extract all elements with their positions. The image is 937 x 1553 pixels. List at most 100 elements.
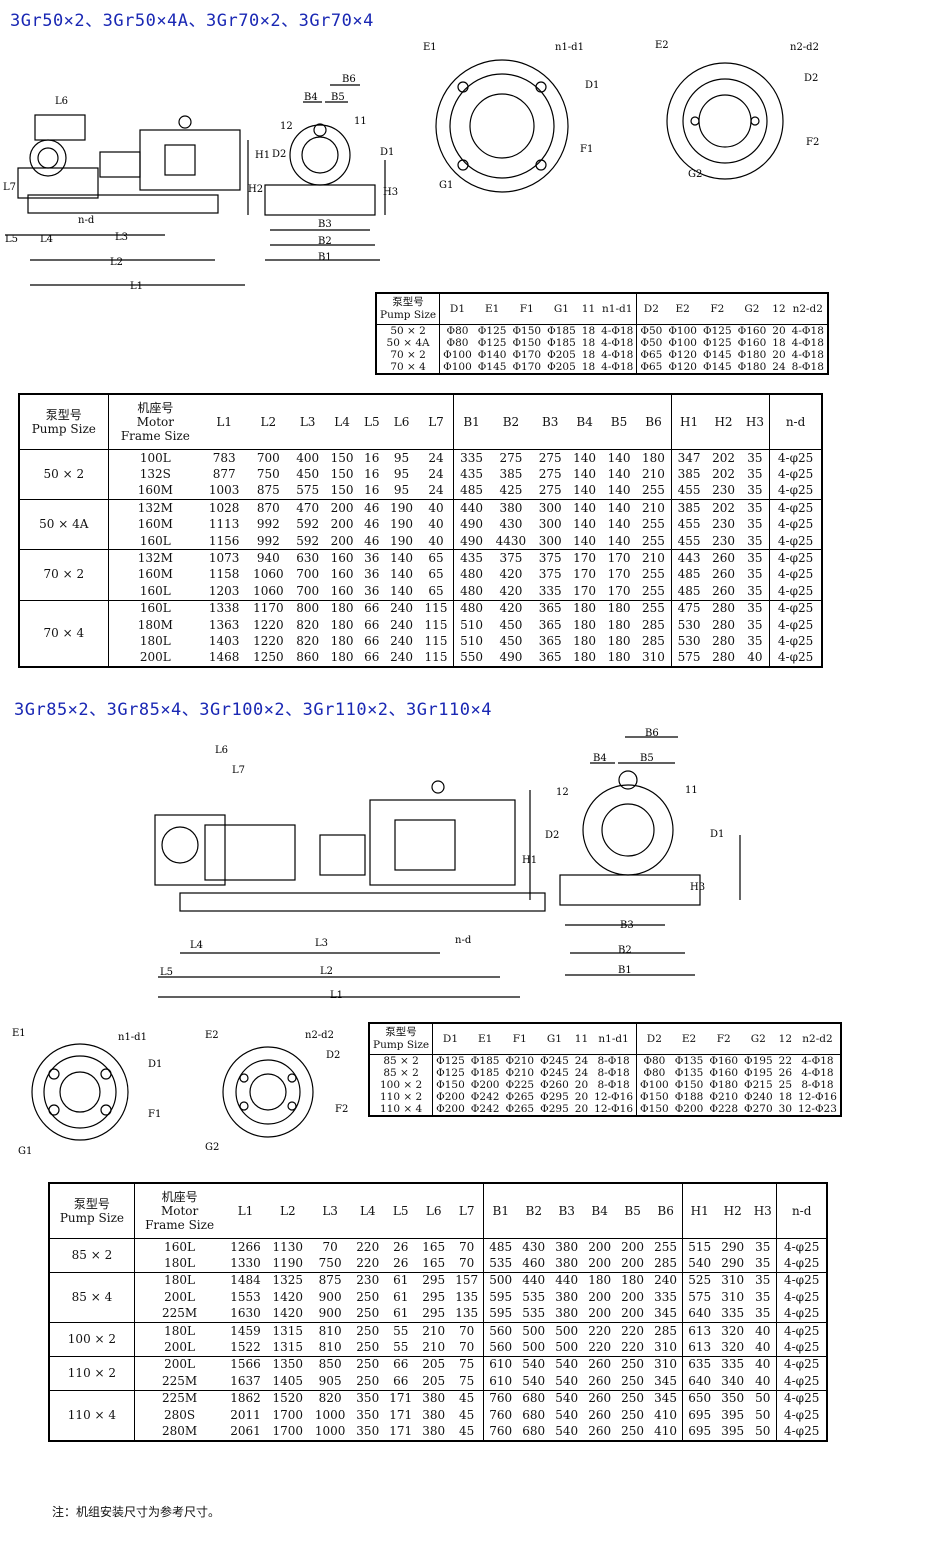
dim-cell: 140 — [607, 467, 631, 482]
flange-cell: Φ210 — [505, 1055, 535, 1067]
svg-text:L4: L4 — [40, 234, 53, 245]
dim-cell: 535 — [483, 1255, 518, 1273]
dim-cell: 530 — [670, 616, 707, 634]
dim-cell: 285 — [642, 633, 665, 648]
dim-cell: 140 — [573, 533, 597, 548]
dim-cell: 385 — [670, 466, 707, 483]
header-b4: B4 — [583, 1183, 617, 1239]
dim-cell: 750 — [318, 1256, 342, 1271]
dim-cell: 95 — [393, 483, 410, 498]
dim-cell: 202 — [712, 467, 735, 482]
dim-cell: 540 — [682, 1255, 717, 1273]
dim-cell: 1203 — [208, 583, 240, 598]
header-frame-en: Frame Size — [120, 429, 190, 443]
dim-cell: 760 — [483, 1406, 518, 1424]
dim-cell: 900 — [318, 1289, 342, 1304]
dim-cell: 420 — [488, 599, 533, 617]
dim-cell: 250 — [621, 1373, 645, 1388]
svg-text:L2: L2 — [320, 966, 333, 977]
flange-cell: Φ125 — [432, 1067, 468, 1079]
dim-cell: 35 — [747, 583, 763, 598]
flange-cell: Φ180 — [737, 361, 767, 373]
header-l5: L5 — [359, 394, 385, 450]
dim-cell: 350 — [356, 1407, 380, 1422]
dim-cell: 500 — [550, 1321, 584, 1340]
header-motor-en: Motor — [160, 1204, 199, 1218]
dim-cell: 160M — [137, 567, 173, 582]
dim-cell: 200 — [621, 1239, 645, 1254]
dim-cell: 1338 — [202, 599, 247, 617]
dim-cell: 592 — [296, 517, 320, 532]
flange-cell: Φ195 — [744, 1067, 773, 1079]
header-f1: F1 — [502, 1023, 538, 1055]
header-l2: L2 — [246, 394, 291, 450]
dim-cell: 455 — [670, 482, 707, 500]
flange-cell: 4-Φ18 — [601, 325, 634, 337]
dim-cell: 540 — [555, 1407, 579, 1422]
dim-cell: 1420 — [272, 1306, 304, 1321]
dim-cell: 40 — [755, 1373, 771, 1388]
dim-cell: 420 — [499, 583, 523, 598]
flange-cell: 4-Φ18 — [791, 349, 824, 361]
dim-cell: 210 — [636, 549, 672, 567]
dim-cell: 680 — [522, 1423, 546, 1438]
dim-cell: 200 — [621, 1306, 645, 1321]
header-pump-cn: 泵型号 — [73, 1197, 110, 1211]
flange-cell: 18 — [778, 1091, 793, 1103]
dim-cell: 1484 — [224, 1271, 267, 1290]
dim-cell: 820 — [296, 633, 320, 648]
flange-cell: Φ228 — [709, 1103, 738, 1115]
svg-text:B4: B4 — [593, 753, 607, 764]
dim-cell: 700 — [296, 583, 320, 598]
header-f1: F1 — [509, 293, 545, 325]
svg-text:F2: F2 — [806, 137, 819, 148]
dim-cell: 171 — [389, 1423, 413, 1438]
dim-cell: 550 — [453, 649, 489, 668]
flange-cell: Φ160 — [709, 1055, 738, 1067]
flange-cell: Φ210 — [505, 1067, 535, 1079]
dim-cell: 290 — [721, 1256, 745, 1271]
flange-cell: Φ160 — [709, 1067, 738, 1079]
header-pump-en: Pump Size — [59, 1211, 124, 1225]
header-h1: H1 — [670, 394, 707, 450]
dim-cell: 575 — [296, 483, 320, 498]
dim-cell: 35 — [747, 450, 763, 465]
header-b6: B6 — [636, 394, 672, 450]
dim-cell: 410 — [654, 1407, 678, 1422]
dim-cell: 200L — [134, 1355, 225, 1374]
dim-cell: 35 — [755, 1239, 771, 1254]
dim-cell: 24 — [428, 467, 444, 482]
dim-cell: 70 — [459, 1340, 475, 1355]
flange-drawing-outlet-2: E2 n2-d2 D2 F2 G2 — [205, 1030, 348, 1153]
dim-cell: 170 — [601, 549, 637, 567]
dim-cell: 45 — [459, 1423, 475, 1438]
dim-cell: 700 — [256, 450, 280, 465]
dim-cell: 1190 — [272, 1256, 304, 1271]
flange-cell: Φ200 — [432, 1091, 468, 1103]
dim-cell: 4-φ25 — [769, 532, 822, 550]
dim-cell: 65 — [418, 549, 454, 567]
dim-cell: 24 — [428, 450, 444, 465]
header-b2: B2 — [517, 1183, 551, 1239]
dim-cell: 280 — [712, 633, 735, 648]
dim-cell: 180 — [607, 617, 631, 632]
header-motor-cn: 机座号 — [161, 1190, 198, 1204]
dim-cell: 1468 — [208, 650, 240, 665]
flange-cell: Φ125 — [702, 325, 732, 337]
dim-cell: 485 — [483, 1238, 518, 1256]
dim-cell: 200L — [164, 1289, 196, 1304]
dim-cell: 380 — [488, 499, 533, 517]
dim-cell: 115 — [418, 599, 454, 617]
dim-cell: 210 — [417, 1321, 451, 1340]
flange-cell: Φ135 — [674, 1055, 704, 1067]
flange-cell: 85 × 2 — [383, 1055, 419, 1067]
svg-text:n-d: n-d — [78, 215, 95, 226]
header-h3: H3 — [740, 394, 770, 450]
dim-cell: 150 — [330, 483, 354, 498]
dim-cell: 365 — [538, 650, 562, 665]
